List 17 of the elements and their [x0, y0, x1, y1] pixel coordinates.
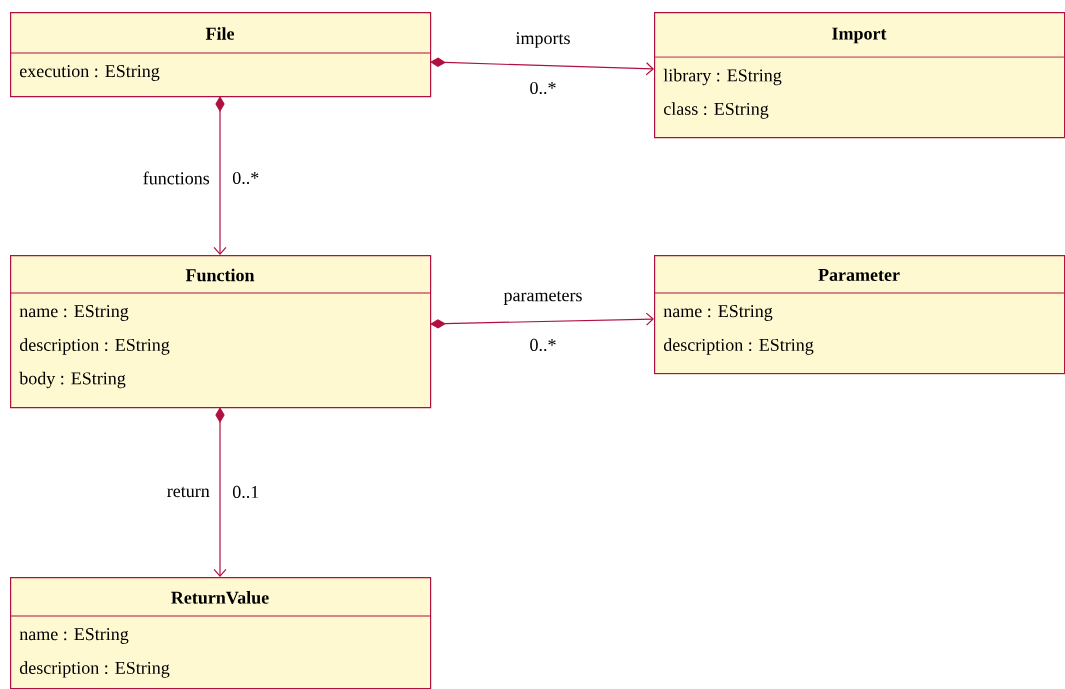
class-box: File execution : EString — [9, 12, 432, 98]
edge-label: parameters — [501, 289, 585, 307]
edge-label: functions — [140, 169, 212, 187]
multiplicity-label: 0..* — [230, 169, 262, 187]
composition-arrow — [213, 407, 227, 577]
class-box: Import library : EString class : EString — [653, 12, 1065, 139]
class-box: Function name : EString description : EString body : EString — [9, 255, 432, 409]
class-box: Parameter name : EString description : EString — [653, 255, 1065, 375]
multiplicity-label: 0..* — [527, 336, 559, 354]
composition-arrow — [213, 96, 227, 255]
multiplicity-label: 0..1 — [230, 483, 262, 501]
edge-label: imports — [513, 30, 573, 50]
composition-arrow — [430, 312, 654, 329]
edge-label: return — [164, 484, 212, 500]
multiplicity-label: 0..* — [527, 79, 559, 97]
composition-arrow — [430, 57, 654, 76]
class-box: ReturnValue name : EString description : EString — [9, 577, 432, 689]
